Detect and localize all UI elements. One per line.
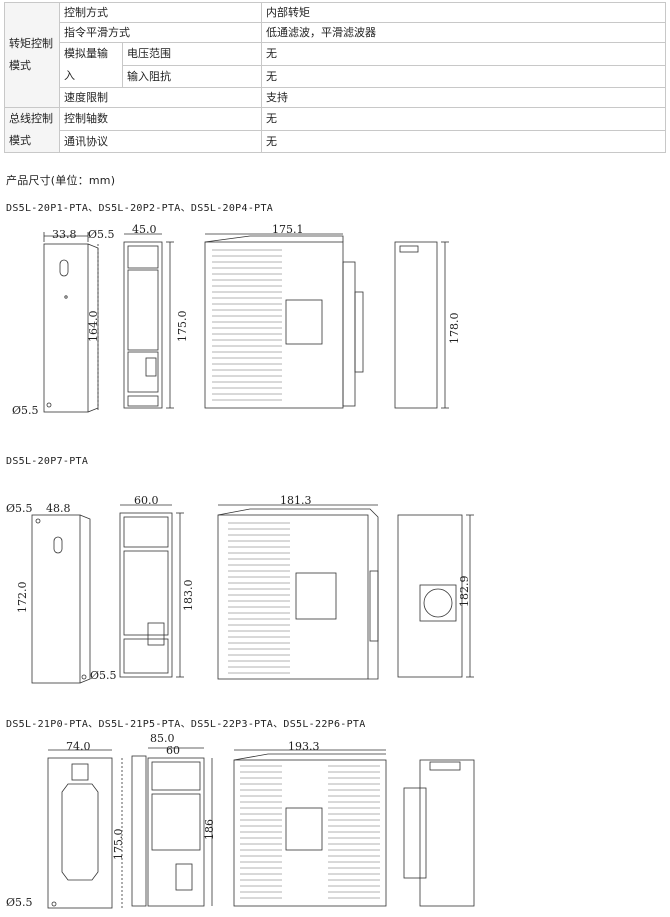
- dim-label: 175.1: [272, 223, 304, 236]
- heatsink-fins: [328, 765, 380, 899]
- row-sublabel: 电压范围: [122, 42, 262, 66]
- row-sublabel: 输入阻抗: [122, 64, 262, 88]
- dim-label: 45.0: [132, 223, 157, 236]
- table-row: 转矩控制模式 控制方式 内部转矩: [4, 2, 666, 108]
- dim-label: 60: [166, 744, 180, 757]
- group-cell: 转矩控制模式: [4, 2, 60, 108]
- table-row: 指令平滑方式 低通滤波，平滑滤波器: [5, 22, 666, 43]
- row-label: 控制轴数: [59, 107, 262, 131]
- dim-label: Ø5.5: [12, 404, 39, 417]
- row-label: 模拟量输入: [59, 42, 123, 88]
- dim-label: Ø5.5: [90, 669, 117, 682]
- dim-label: 48.8: [46, 502, 71, 515]
- row-value: 无: [261, 107, 666, 131]
- dim-label: Ø5.5: [88, 228, 115, 241]
- dimension-drawing-1: 33.8 Ø5.5 164.0 Ø5.5 45.0 175.0 175.1 17…: [12, 223, 461, 417]
- row-value: 无: [261, 42, 666, 66]
- row-value: 无: [261, 64, 666, 88]
- table-row: 模拟量输入 电压范围 无: [5, 42, 666, 88]
- mount-plate-outline: [43, 243, 89, 413]
- row-value: 支持: [261, 87, 666, 108]
- dim-label: 164.0: [87, 311, 100, 343]
- dim-label: Ø5.5: [6, 896, 33, 909]
- table-row: 总线控制模式 控制轴数 无: [4, 107, 666, 153]
- row-label: 通讯协议: [59, 129, 262, 153]
- dim-label: Ø5.5: [6, 502, 33, 515]
- section-title: 产品尺寸(单位：mm): [6, 174, 116, 187]
- row-value: 无: [261, 129, 666, 153]
- dim-label: 178.0: [448, 313, 461, 345]
- dimension-drawing-2: Ø5.5 48.8 172.0 Ø5.5 60.0 183.0 181.3 18…: [6, 494, 474, 684]
- dim-label: 85.0: [150, 732, 175, 745]
- dim-label: 175.0: [112, 829, 125, 861]
- row-value: 低通滤波，平滑滤波器: [261, 22, 666, 43]
- group-cell: 总线控制模式: [4, 107, 60, 153]
- row-label: 指令平滑方式: [59, 22, 262, 43]
- dim-label: 193.3: [288, 740, 320, 753]
- model-caption: DS5L-20P1-PTA、DS5L-20P2-PTA、DS5L-20P4-PT…: [6, 203, 274, 214]
- dim-label: 186: [203, 819, 216, 840]
- heatsink-fins: [240, 765, 282, 899]
- row-label: 控制方式: [59, 2, 262, 23]
- dim-label: 181.3: [280, 494, 312, 507]
- dim-label: 183.0: [182, 580, 195, 612]
- table-row: 通讯协议 无: [5, 129, 666, 153]
- table-row: 速度限制 支持: [5, 87, 666, 108]
- dim-label: 74.0: [66, 740, 91, 753]
- row-label: 速度限制: [59, 87, 262, 108]
- dim-label: 33.8: [52, 228, 77, 241]
- model-caption: DS5L-20P7-PTA: [6, 456, 89, 467]
- dimension-drawing-3: 74.0 175.0 Ø5.5 85.0 60 186 193.3: [6, 732, 475, 909]
- dim-label: 182.9: [458, 576, 471, 608]
- spec-table: 转矩控制模式 控制方式 内部转矩 指令平滑方式 低通滤波，平滑滤波器 模拟量输入…: [4, 2, 666, 153]
- dim-label: 175.0: [176, 311, 189, 343]
- model-caption: DS5L-21P0-PTA、DS5L-21P5-PTA、DS5L-22P3-PT…: [6, 719, 366, 730]
- row-value: 内部转矩: [261, 2, 666, 23]
- heatsink-fins: [212, 249, 282, 401]
- dim-label: 60.0: [134, 494, 159, 507]
- heatsink-fins: [228, 522, 290, 674]
- dim-label: 172.0: [16, 582, 29, 614]
